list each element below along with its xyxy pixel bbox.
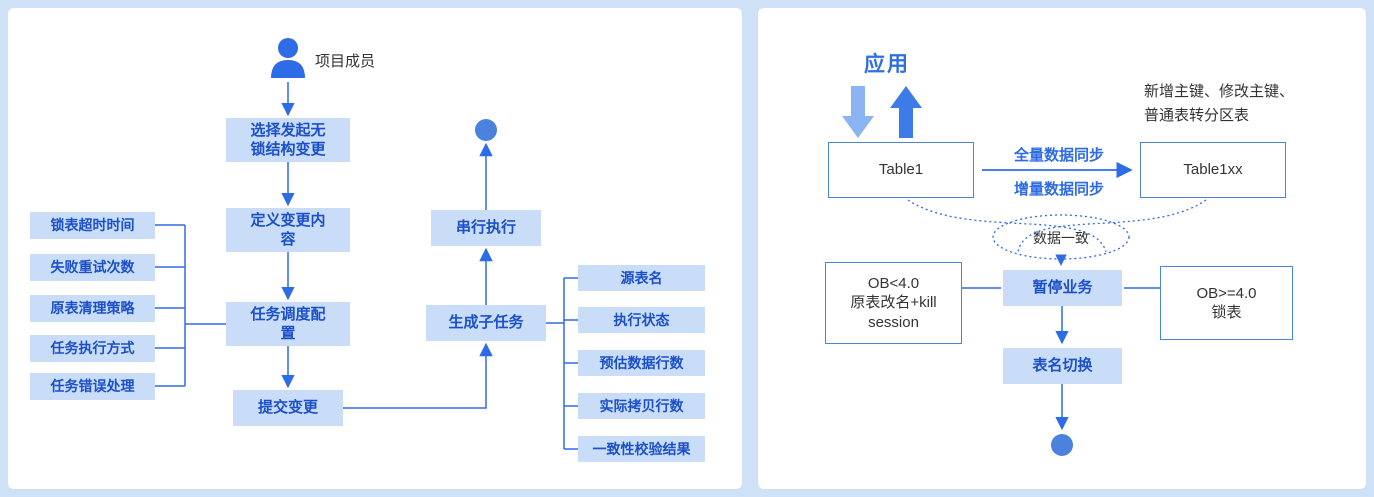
flow-step-submit-change: 提交变更 — [233, 390, 343, 426]
ob-new-box: OB>=4.0 锁表 — [1160, 266, 1293, 340]
thick-down-arrow-icon — [842, 86, 874, 138]
fields-bracket-lines — [546, 277, 578, 450]
left-panel-workflow: 项目成员 选择发起无 锁结构变更 定义变更内 容 任务调度配 置 提交变更 锁表… — [8, 8, 742, 489]
config-item-retry-count: 失败重试次数 — [30, 254, 155, 281]
table1xx-box: Table1xx — [1140, 142, 1286, 198]
config-item-lock-timeout: 锁表超时时间 — [30, 212, 155, 239]
subtask-field-estimated-rows: 预估数据行数 — [578, 350, 705, 376]
pause-business-box: 暂停业务 — [1003, 270, 1122, 306]
scenario-note-text: 新增主键、修改主键、 普通表转分区表 — [1144, 83, 1295, 124]
incremental-sync-label: 增量数据同步 — [1013, 181, 1104, 198]
serial-exec-box: 串行执行 — [431, 210, 541, 246]
ob-legacy-box: OB<4.0 原表改名+kill session — [825, 262, 962, 344]
rename-switch-box: 表名切换 — [1003, 348, 1122, 384]
subtask-field-source-table: 源表名 — [578, 265, 705, 291]
flow-step-select-change: 选择发起无 锁结构变更 — [226, 118, 350, 162]
right-panel-sync-diagram: 应用 新增主键、修改主键、 普通表转分区表 全量数据同步 增量数据同步 数据一致… — [758, 8, 1366, 489]
arrow-submit-to-subtask — [343, 342, 493, 409]
end-node-circle — [1051, 434, 1073, 456]
consistency-label: 数据一致 — [1033, 230, 1089, 246]
subtask-field-copied-rows: 实际拷贝行数 — [578, 393, 705, 419]
subtask-field-consistency: 一致性校验结果 — [578, 436, 705, 462]
generate-subtask-box: 生成子任务 — [426, 305, 546, 341]
subtask-field-exec-status: 执行状态 — [578, 307, 705, 333]
actor-label: 项目成员 — [315, 53, 376, 70]
dotted-curve-table1xx — [1017, 199, 1207, 253]
right-connectors-layer — [842, 86, 1207, 456]
person-icon — [271, 38, 305, 78]
flow-step-schedule-config: 任务调度配 置 — [226, 302, 350, 346]
end-node-circle — [475, 119, 497, 141]
left-connectors-layer — [155, 38, 578, 450]
app-label: 应用 — [864, 53, 910, 76]
config-item-exec-mode: 任务执行方式 — [30, 335, 155, 362]
config-item-cleanup-policy: 原表清理策略 — [30, 295, 155, 322]
table1-box: Table1 — [828, 142, 974, 198]
dotted-curve-table1 — [907, 199, 1107, 253]
config-bracket-lines — [155, 224, 226, 387]
flow-step-define-content: 定义变更内 容 — [226, 208, 350, 252]
thick-up-arrow-icon — [890, 86, 922, 138]
config-item-error-handling: 任务错误处理 — [30, 373, 155, 400]
full-sync-label: 全量数据同步 — [1013, 147, 1104, 164]
